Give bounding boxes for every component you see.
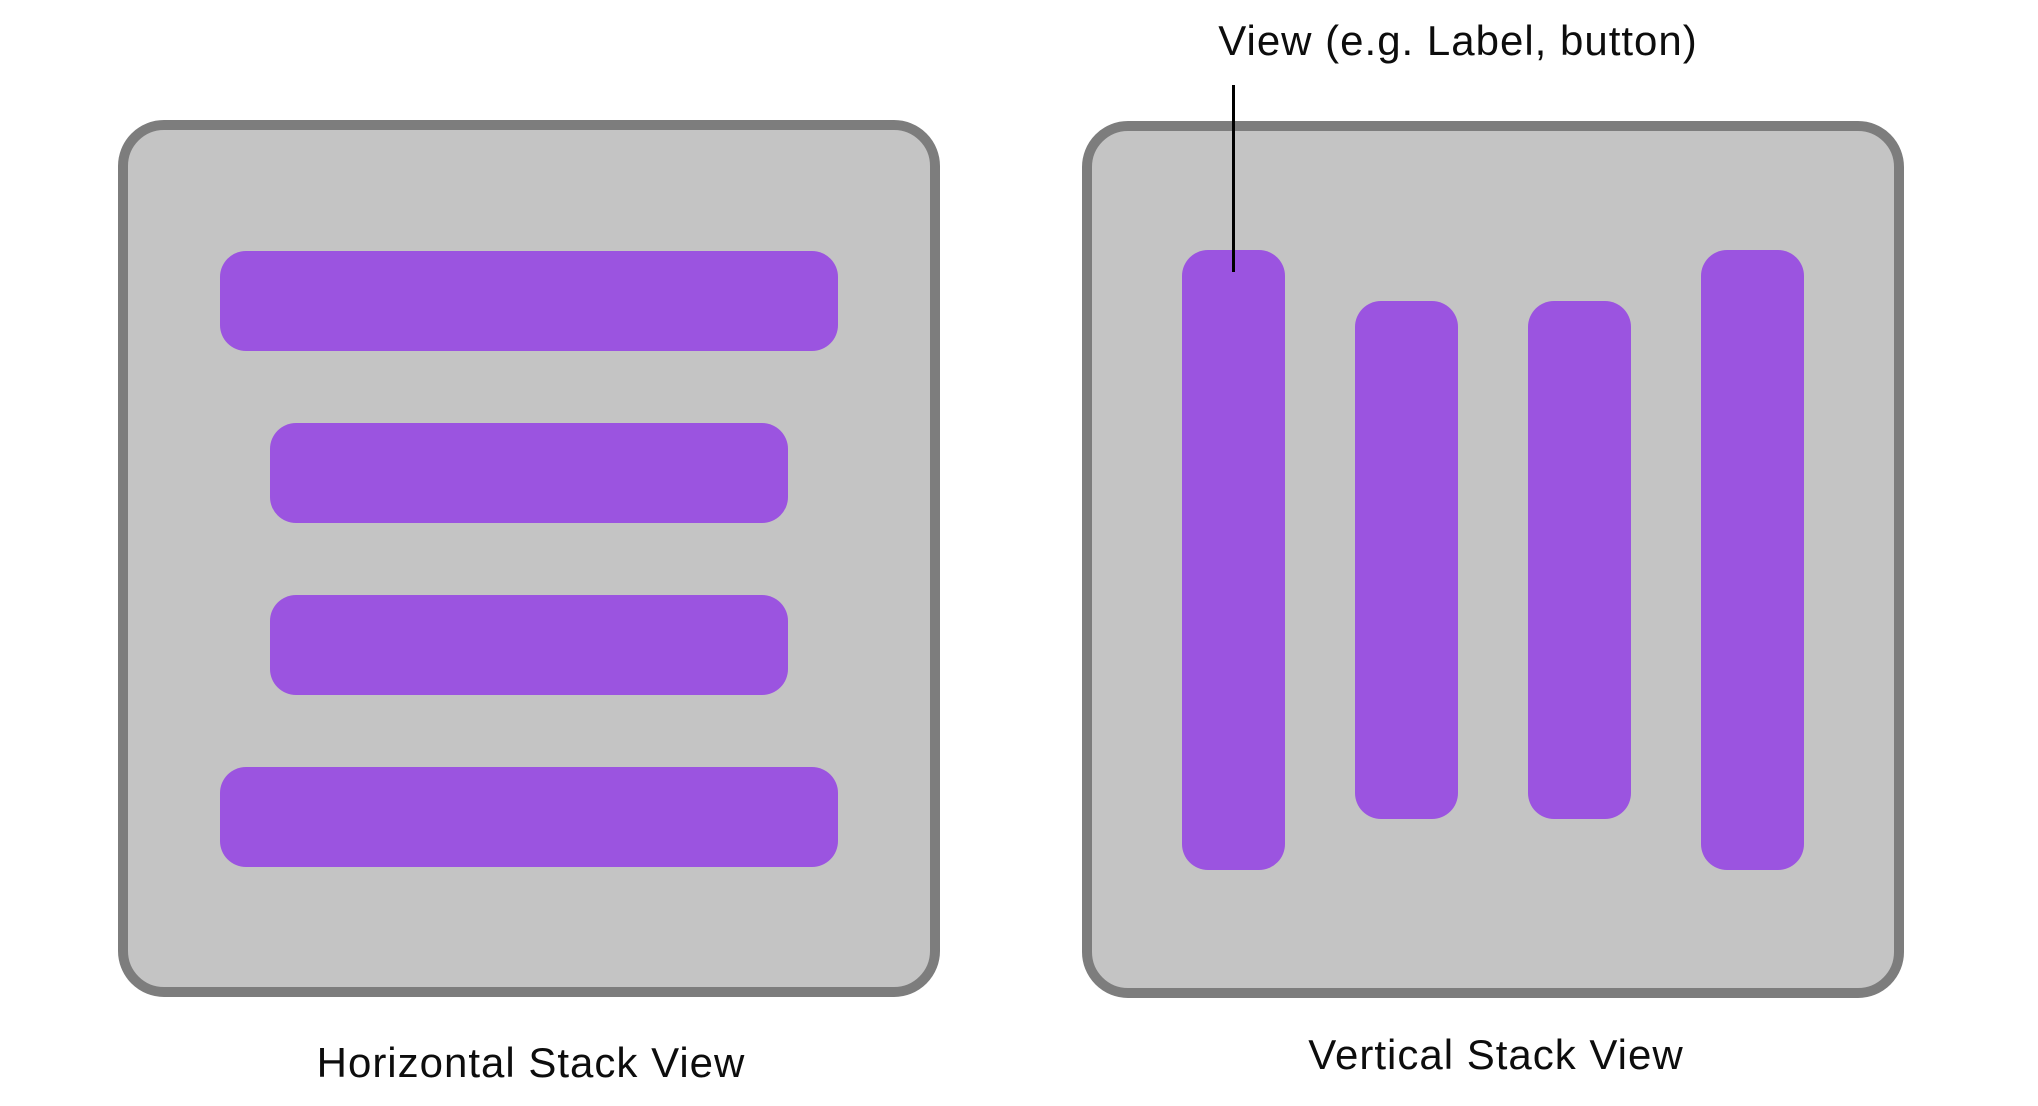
- stack-bar-long: [1701, 249, 1804, 870]
- stack-bar-short: [1355, 300, 1458, 819]
- vertical-stack-caption: Vertical Stack View: [1308, 1031, 1684, 1078]
- stack-bar-short: [270, 594, 788, 695]
- annotation-label: View (e.g. Label, button): [1218, 17, 1698, 64]
- vertical-stack-view-box: [1082, 121, 1904, 998]
- horizontal-stack-view-box: [118, 120, 940, 997]
- stack-bar-short: [270, 422, 788, 523]
- stack-bar-long: [220, 766, 838, 867]
- annotation-pointer-line: [1232, 85, 1235, 272]
- horizontal-stack-caption: Horizontal Stack View: [316, 1039, 746, 1086]
- stack-bar-short: [1528, 300, 1631, 819]
- stack-bar-long: [220, 250, 838, 351]
- stack-bar-long: [1182, 249, 1285, 870]
